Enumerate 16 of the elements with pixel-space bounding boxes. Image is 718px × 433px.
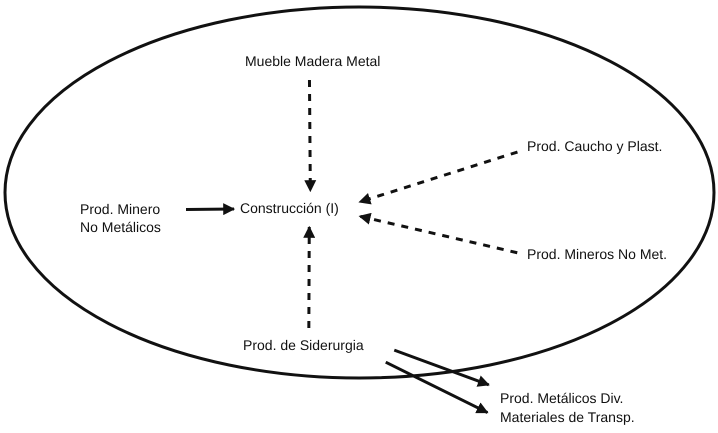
- arrow: [303, 226, 316, 328]
- node-label: Prod. de Siderurgia: [243, 336, 365, 354]
- node-label: Materiales de Transp.: [500, 408, 636, 426]
- arrow: [186, 203, 236, 216]
- node-label: Prod. Metálicos Div.: [500, 389, 624, 407]
- arrow: [394, 348, 490, 387]
- arrow: [358, 212, 518, 254]
- node-label: Mueble Madera Metal: [245, 52, 382, 70]
- node-label: Prod. Mineros No Met.: [527, 245, 668, 263]
- arrow: [358, 150, 518, 204]
- node-label: Construcción (I): [240, 199, 340, 217]
- group-ellipse: [3, 5, 716, 380]
- node-label: Prod. Caucho y Plast.: [527, 137, 664, 155]
- arrow: [304, 80, 316, 192]
- arrow: [385, 360, 489, 414]
- node-label: Prod. Minero No Metálicos: [80, 200, 162, 236]
